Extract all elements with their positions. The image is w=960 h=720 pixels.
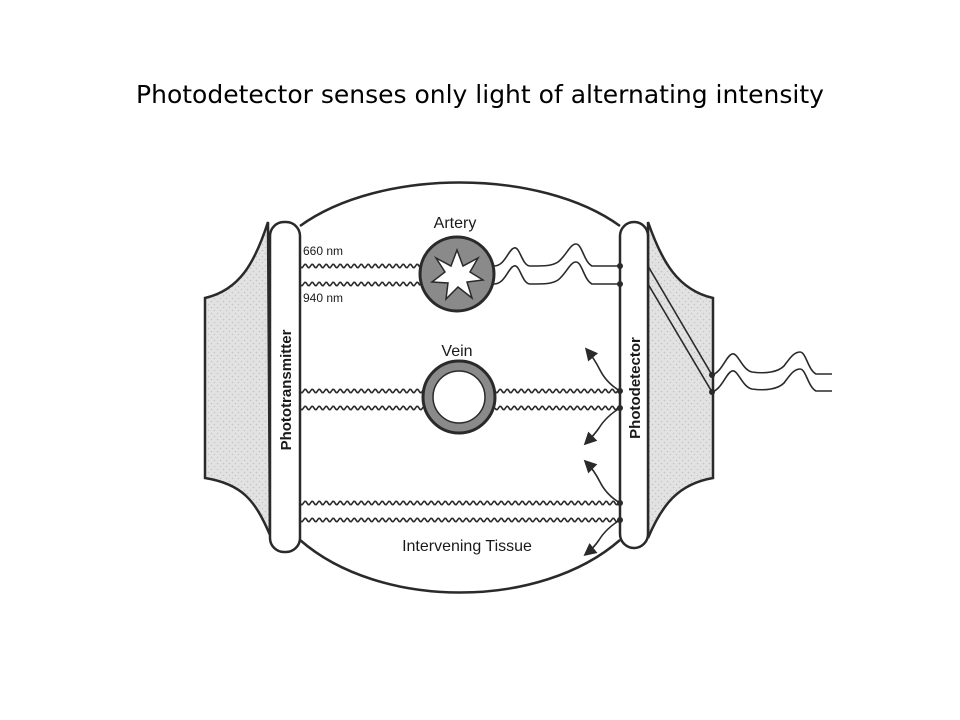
- left-tissue-region: [203, 221, 272, 536]
- photodetector-bar: [618, 220, 650, 550]
- right-tissue-region: [646, 221, 715, 539]
- rejected-light-arrow-vein-up: [584, 347, 621, 392]
- light-wave-tissue-1: [299, 500, 621, 506]
- artery-lumen: [429, 247, 486, 302]
- rejected-light-arrow-tissue-up: [583, 459, 621, 504]
- phototransmitter-label: Phototransmitter: [278, 329, 295, 450]
- vein-lumen: [432, 370, 486, 424]
- artery-label: Artery: [434, 215, 477, 232]
- slide-title: Photodetector senses only light of alter…: [136, 80, 824, 109]
- vein-label: Vein: [441, 343, 472, 360]
- output-signal-940: [711, 368, 832, 393]
- wavelength-660-label: 660 nm: [303, 244, 343, 258]
- tissue-bottom-outline: [299, 539, 621, 594]
- intervening-tissue-label: Intervening Tissue: [402, 538, 532, 555]
- light-wave-vein-1-right: [494, 388, 621, 394]
- phototransmitter-bar: [268, 220, 302, 554]
- light-wave-vein-2-left: [299, 405, 424, 411]
- pulsatile-wave-660: [493, 243, 620, 267]
- pulsatile-wave-940: [493, 261, 620, 285]
- tissue-top-outline: [299, 181, 621, 228]
- output-line-940: [647, 283, 713, 393]
- wavelength-940-label: 940 nm: [303, 291, 343, 305]
- rejected-light-arrow-vein-down: [583, 407, 621, 446]
- rejected-light-arrow-tissue-down: [583, 519, 621, 556]
- light-wave-940-left: [299, 281, 421, 287]
- output-line-660: [647, 265, 713, 376]
- output-signal-660: [711, 351, 832, 376]
- light-wave-tissue-2: [299, 517, 621, 523]
- light-wave-660-left: [299, 263, 421, 269]
- photodetector-label: Photodetector: [627, 337, 644, 439]
- light-wave-vein-2-right: [494, 405, 621, 411]
- junction-dot-660: [617, 263, 623, 269]
- light-wave-vein-1-left: [299, 388, 424, 394]
- junction-dot-940: [617, 281, 623, 287]
